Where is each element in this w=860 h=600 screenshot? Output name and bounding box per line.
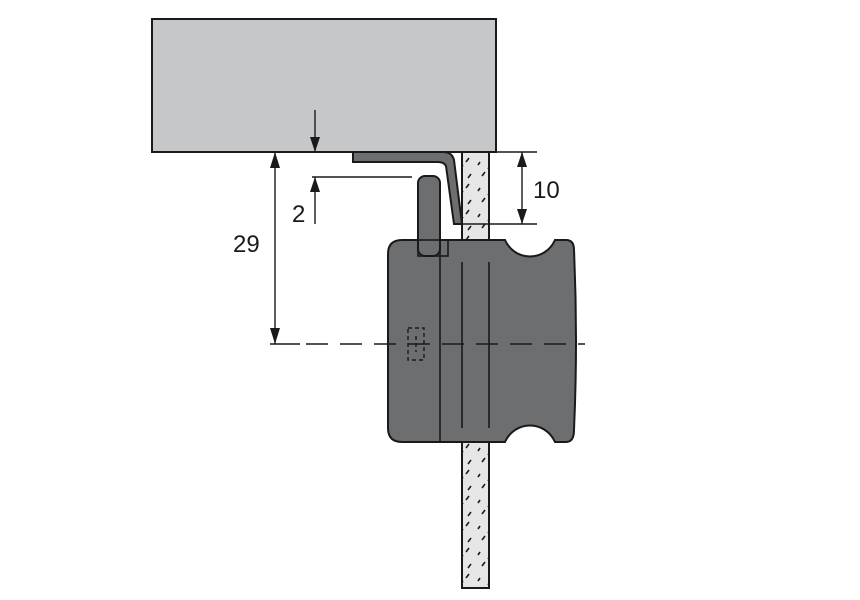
angle-bracket (352, 151, 464, 225)
dimension-10-label: 10 (533, 177, 560, 204)
stopper-base (417, 239, 449, 257)
stopper-block (417, 175, 441, 257)
dimension-29-label: 29 (233, 231, 260, 258)
knob-body (387, 239, 577, 443)
glass-pane-lower (461, 427, 490, 589)
dimension-29 (270, 152, 280, 344)
ceiling-panel (151, 18, 497, 153)
dimension-2-label: 2 (292, 201, 305, 228)
dimension-10 (517, 152, 527, 224)
dimension-2 (310, 110, 320, 224)
